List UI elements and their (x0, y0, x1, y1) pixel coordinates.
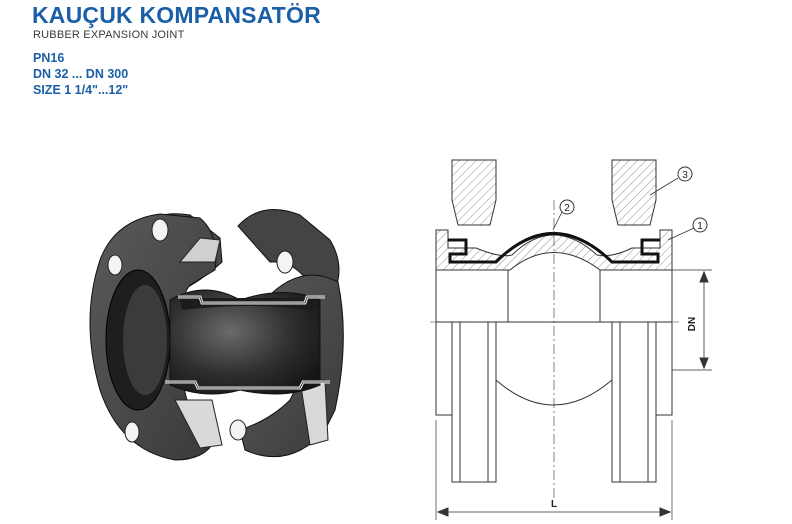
l-label: L (551, 499, 557, 510)
bolt-hole (229, 419, 247, 441)
bolt-hole (151, 218, 169, 242)
product-subtitle: RUBBER EXPANSION JOINT (33, 29, 185, 41)
section-drawing (430, 159, 712, 520)
dn-label: DN (687, 317, 698, 331)
callout-3: 3 (677, 166, 693, 182)
wire-reinforcement (448, 232, 660, 264)
product-title: KAUÇUK KOMPANSATÖR (32, 2, 321, 28)
right-lower-outline (611, 270, 673, 483)
left-lower-outline (435, 270, 497, 483)
rubber-bellows (165, 289, 330, 395)
bolt-hole (124, 421, 140, 443)
svg-text:1: 1 (697, 221, 703, 232)
svg-text:2: 2 (564, 203, 570, 214)
callout-2: 2 (559, 199, 575, 215)
cutaway-illustration (89, 209, 344, 461)
left-flange-lower (451, 321, 497, 483)
bolt-hole (107, 254, 123, 276)
right-flange-lower (611, 321, 657, 483)
bolt-hole (276, 250, 294, 274)
bore-curve (495, 379, 613, 406)
left-flange-upper (451, 159, 497, 226)
svg-text:3: 3 (682, 170, 688, 181)
dn-range: DN 32 ... DN 300 (33, 67, 129, 81)
right-flange-upper (611, 159, 657, 226)
size-range: SIZE 1 1/4"...12" (33, 83, 129, 97)
pressure-rating: PN16 (33, 51, 65, 65)
front-flange (89, 213, 223, 461)
callout-1: 1 (692, 217, 708, 233)
